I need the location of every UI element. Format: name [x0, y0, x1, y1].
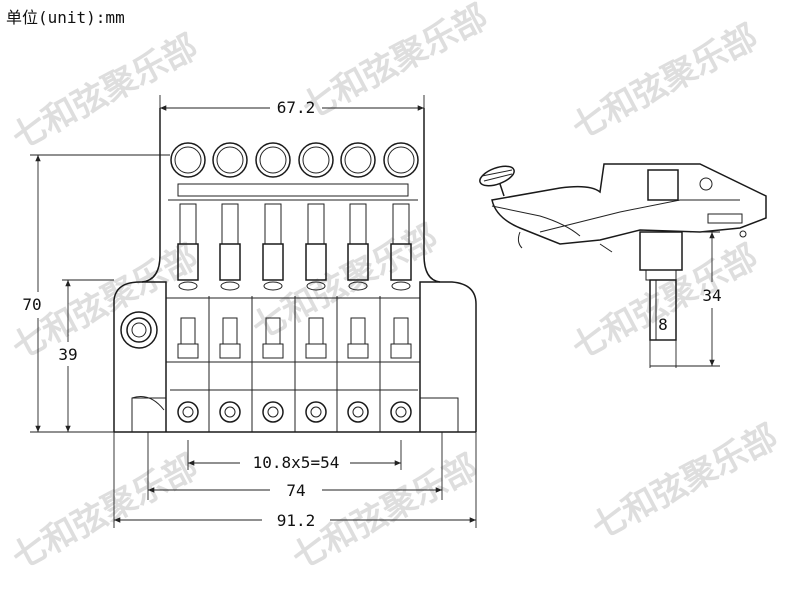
side-view: 8 34: [479, 163, 767, 368]
front-view: [113, 108, 477, 433]
saddle-dividers: [166, 296, 420, 432]
dim-height-total: 70: [22, 295, 41, 314]
watermark-6: 七和弦聚乐部: [565, 237, 764, 368]
dim-base-width: 74: [286, 481, 305, 500]
side-tuner-knob: [479, 165, 515, 197]
unit-label: 单位(unit):mm: [6, 8, 125, 27]
dim-top-width: 67.2: [277, 98, 316, 117]
dim-height-lower: 39: [58, 345, 77, 364]
watermark-1: 七和弦聚乐部: [5, 27, 204, 158]
watermark-2: 七和弦聚乐部: [295, 0, 494, 128]
watermark-9: 七和弦聚乐部: [585, 417, 784, 548]
dim-post-diameter: 8: [658, 315, 668, 334]
saddle-columns: [177, 203, 412, 423]
dim-total-width: 91.2: [277, 511, 316, 530]
watermark-3: 七和弦聚乐部: [565, 17, 764, 148]
dim-post-height: 34: [702, 286, 721, 305]
dimension-lines: 67.2 70 39 10.8x5=54 74 91.2: [22, 95, 477, 530]
fine-tuner-knobs: [170, 142, 419, 178]
pivot-post-left: [120, 311, 158, 349]
watermark-7: 七和弦聚乐部: [5, 447, 204, 578]
base-plate-outline: [113, 281, 477, 433]
dim-string-spacing: 10.8x5=54: [253, 453, 340, 472]
side-body-outline: [491, 163, 767, 245]
